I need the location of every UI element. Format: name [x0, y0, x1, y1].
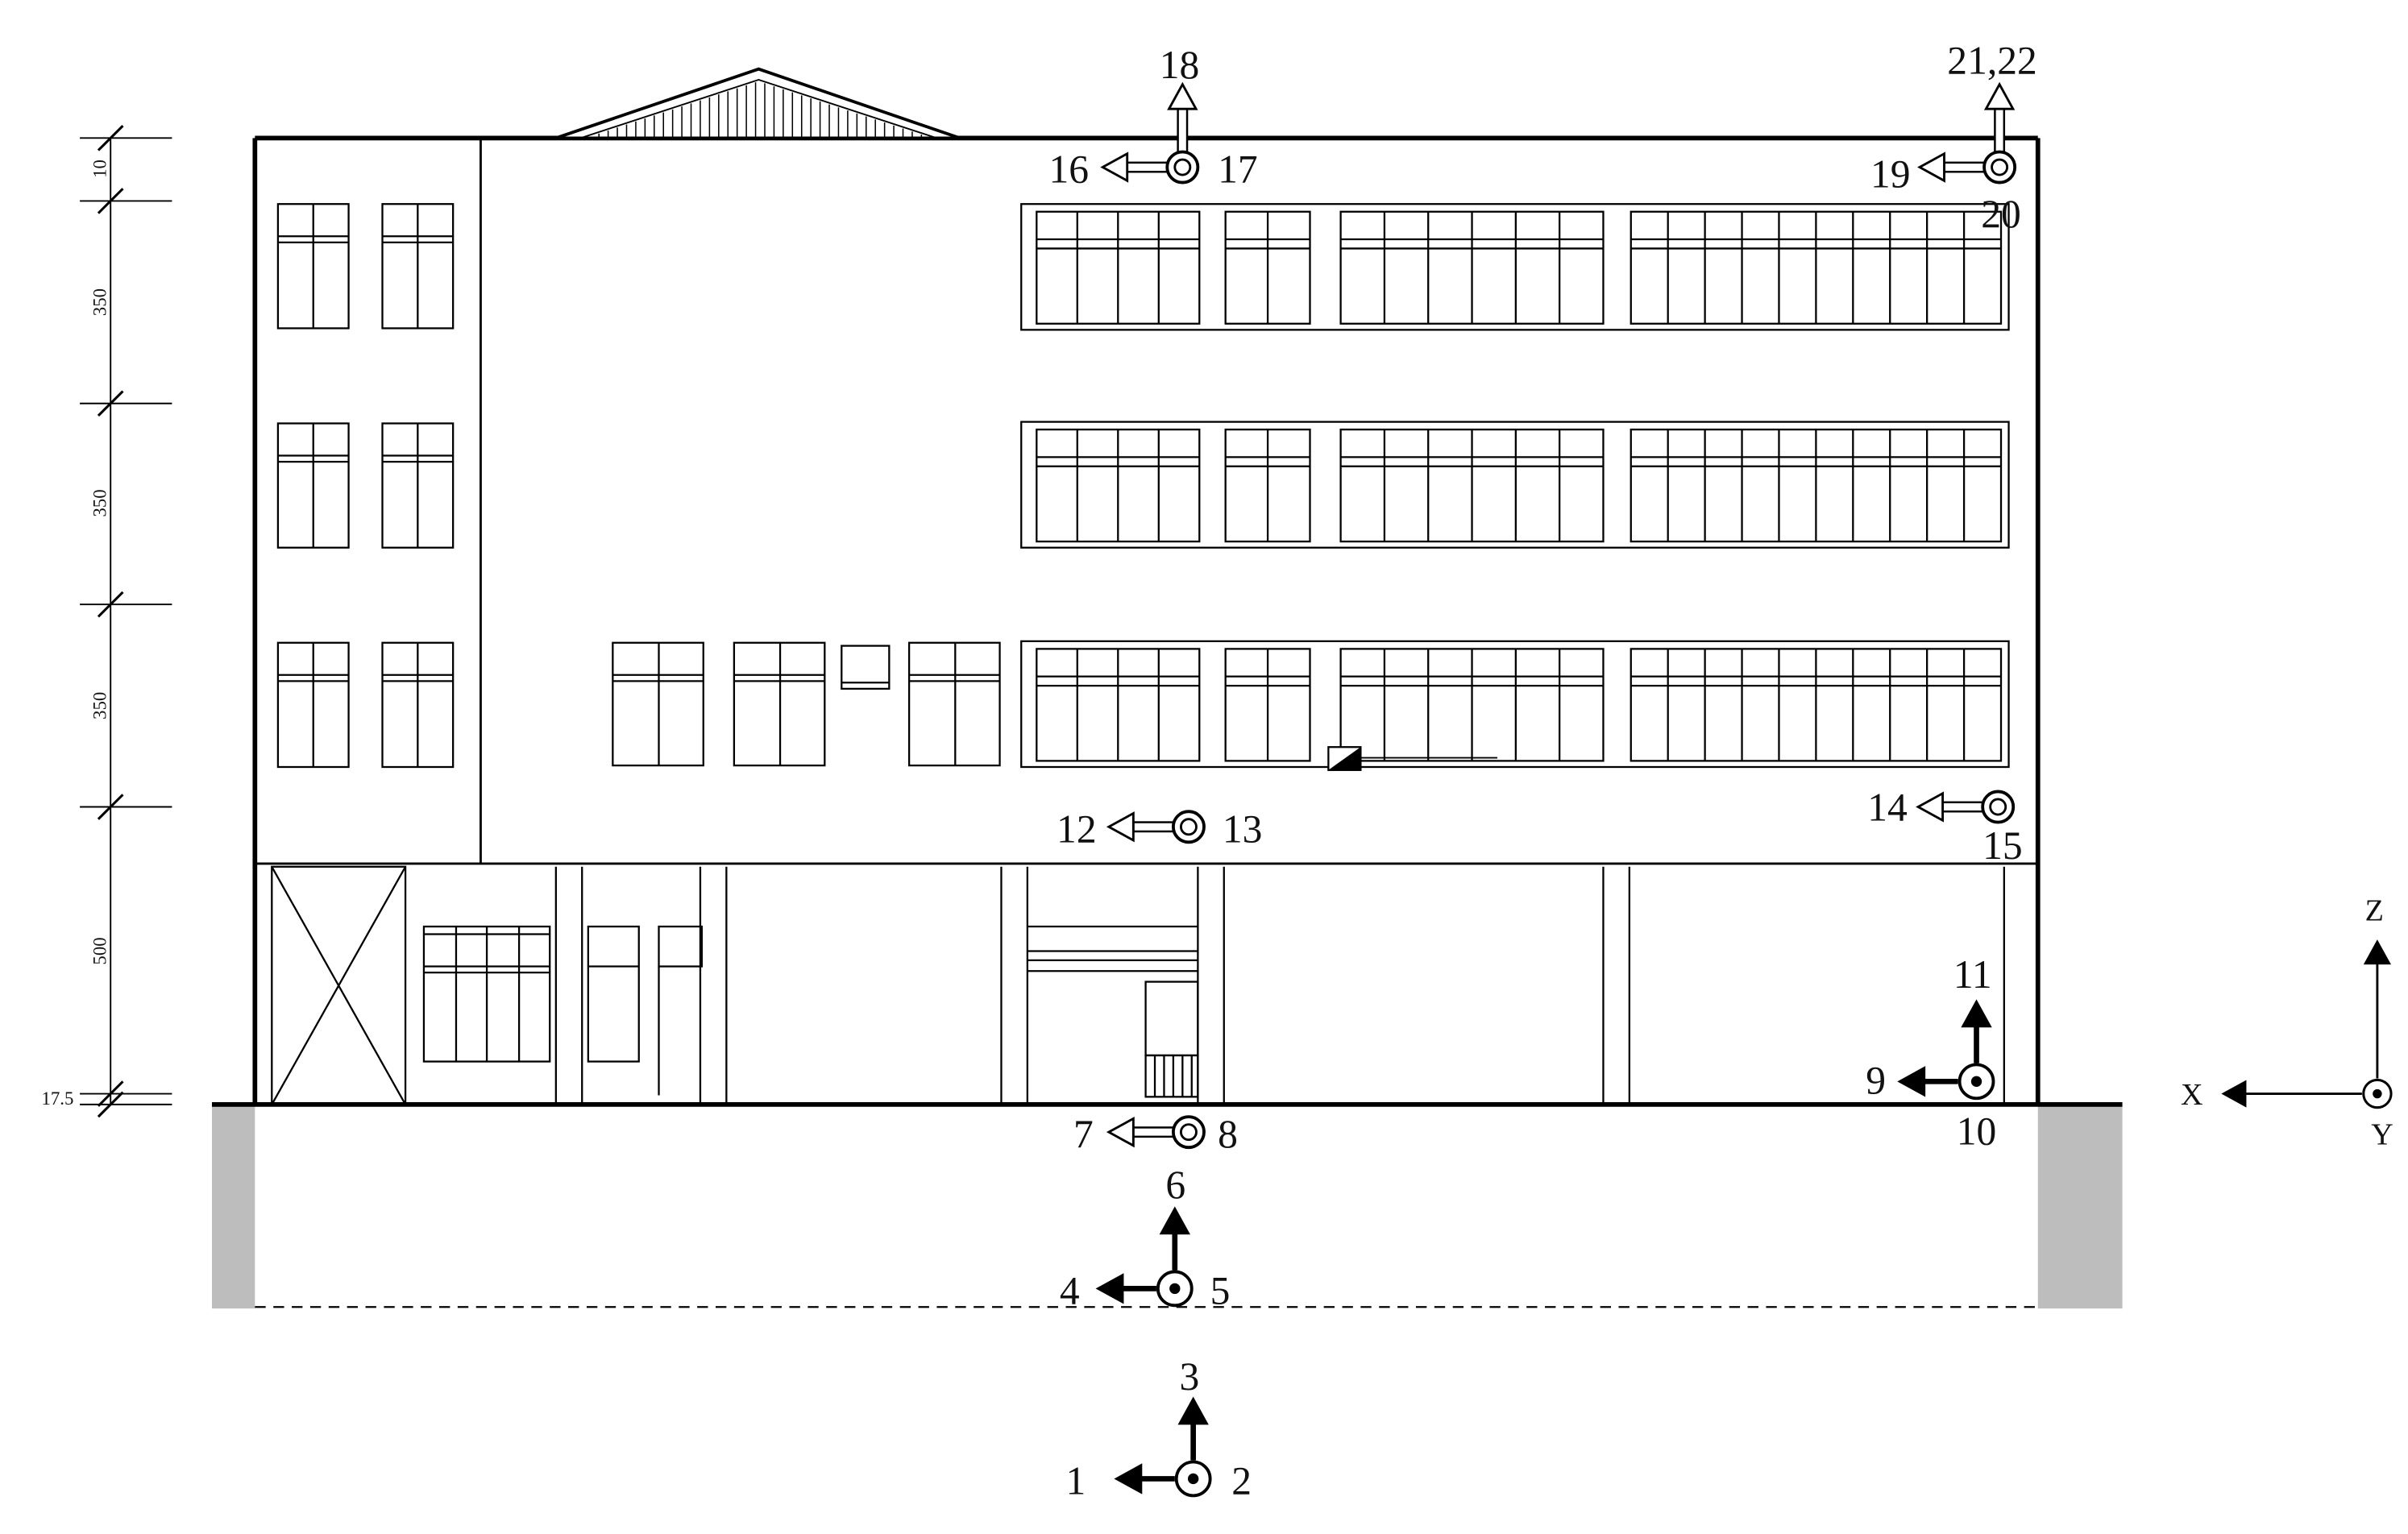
stair-tower-windows	[276, 203, 455, 769]
sensor-label-17: 17	[1218, 147, 1258, 192]
sensor-label-19: 19	[1870, 151, 1911, 196]
sensor-label-18: 18	[1160, 43, 1200, 87]
sensor-group-12-13	[1106, 810, 1206, 844]
sensor-markers	[1095, 81, 2017, 1498]
sensor-label-4: 4	[1060, 1268, 1080, 1312]
sensor-labels: 1 2 3 4 5 6 7 8 9 10 11 12 13 14 15 16 1…	[1049, 38, 2037, 1503]
roof-gable	[555, 67, 961, 140]
sensor-label-21-22: 21,22	[1947, 38, 2036, 82]
right-foundation-pier	[2037, 1104, 2123, 1309]
x-braced-door	[271, 865, 407, 1106]
sensor-label-5: 5	[1210, 1268, 1231, 1312]
sensor-group-1-2-3	[1114, 1396, 1212, 1498]
ground-floor	[271, 865, 2005, 1106]
sensor-group-4-5-6	[1095, 1206, 1194, 1308]
dim-17-5: 17.5	[41, 1088, 73, 1109]
sensor-label-1: 1	[1065, 1459, 1086, 1503]
dimension-chain	[80, 125, 172, 1118]
sensor-label-3: 3	[1180, 1354, 1200, 1399]
sensor-label-20: 20	[1981, 192, 2021, 236]
sensor-group-14-15	[1916, 790, 2016, 824]
sensor-group-16-17-18	[1100, 81, 1200, 184]
sensor-label-6: 6	[1165, 1163, 1185, 1207]
coordinate-axes	[2221, 939, 2393, 1109]
sensor-label-8: 8	[1218, 1112, 1238, 1156]
building-outline	[252, 135, 2041, 1105]
left-foundation-pier	[211, 1104, 255, 1309]
axis-label-x: X	[2181, 1078, 2203, 1112]
third-floor-left-windows	[612, 641, 1001, 767]
foundation	[211, 1102, 2123, 1309]
sensor-label-10: 10	[1957, 1109, 1997, 1153]
sensor-label-16: 16	[1049, 147, 1090, 192]
dim-350-mid: 350	[89, 489, 110, 516]
window-bands	[1020, 203, 2010, 769]
sensor-label-13: 13	[1223, 806, 1263, 851]
sensor-label-15: 15	[1982, 823, 2023, 868]
sensor-label-9: 9	[1866, 1059, 1886, 1103]
dim-10: 10	[89, 160, 110, 178]
axis-label-y: Y	[2371, 1117, 2393, 1151]
dim-500: 500	[89, 937, 110, 964]
sensor-group-9-10-11	[1897, 999, 1995, 1101]
sensor-label-12: 12	[1057, 806, 1097, 851]
sensor-label-2: 2	[1231, 1459, 1252, 1503]
sensor-group-7-8	[1106, 1115, 1206, 1150]
dim-350-top: 350	[89, 288, 110, 316]
sensor-label-11: 11	[1953, 952, 1992, 997]
small-marker-square	[1327, 746, 1497, 771]
dim-350-low: 350	[89, 692, 110, 719]
sensor-label-7: 7	[1073, 1112, 1094, 1156]
axis-label-z: Z	[2365, 893, 2384, 927]
sensor-label-14: 14	[1867, 786, 1908, 830]
sensor-group-19-20-21-22	[1917, 81, 2017, 184]
